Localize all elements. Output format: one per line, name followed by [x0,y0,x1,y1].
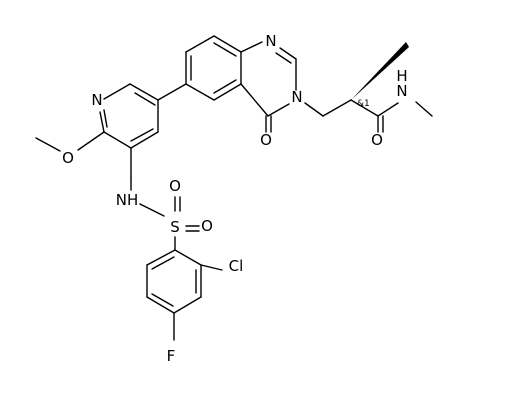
atom-nh-sulfonamide: NH [116,191,139,209]
stereo-label: &1 [357,99,370,109]
bond-double-inner [151,293,174,307]
atom-h-amide: H [396,67,407,85]
bond [173,296,202,314]
bond [279,47,297,60]
atom-n1-quinazolinone: N [265,32,276,50]
atom-o-methoxy: O [62,149,74,167]
bond [200,264,223,271]
bond [77,131,105,151]
bond [129,83,159,101]
bond [139,203,165,217]
bond-double-inner [275,52,292,64]
bond [350,99,379,117]
bond [146,296,175,314]
atom-o-carbonyl-ring: O [260,131,272,149]
bond-double-inner [130,128,154,142]
atom-n-amide: N [396,82,407,100]
atom-o-sulfonyl-right: O [201,217,213,235]
bond [304,102,324,117]
bond-double-inner [134,92,156,106]
bond [213,83,242,101]
atom-n-pyridine: N [91,91,102,109]
bond [377,102,399,117]
bond [240,41,263,53]
bond [157,83,187,101]
bond [267,103,290,117]
bond [146,249,176,266]
bond [103,83,131,100]
atom-s: S [170,218,180,236]
atom-o-amide: O [371,131,383,149]
bond [185,35,215,53]
bond-double-inner [103,109,108,128]
bond-double-inner [151,256,175,270]
atom-o-sulfonyl-left: O [169,177,181,195]
bond [322,99,352,117]
atom-cl: Cl [229,257,244,275]
stereo-wedge [351,42,409,100]
bond [35,137,61,152]
atom-f: F [167,347,176,365]
atom-n3-quinazolinone: N [291,88,302,106]
bond [213,35,242,53]
bond [130,131,159,149]
bond-double-inner [213,79,237,94]
bond [185,83,215,101]
bond [240,83,269,117]
bond [415,101,433,117]
bond [174,249,202,266]
bond [103,131,132,149]
bond-double-inner [213,42,237,57]
bond [99,111,105,133]
